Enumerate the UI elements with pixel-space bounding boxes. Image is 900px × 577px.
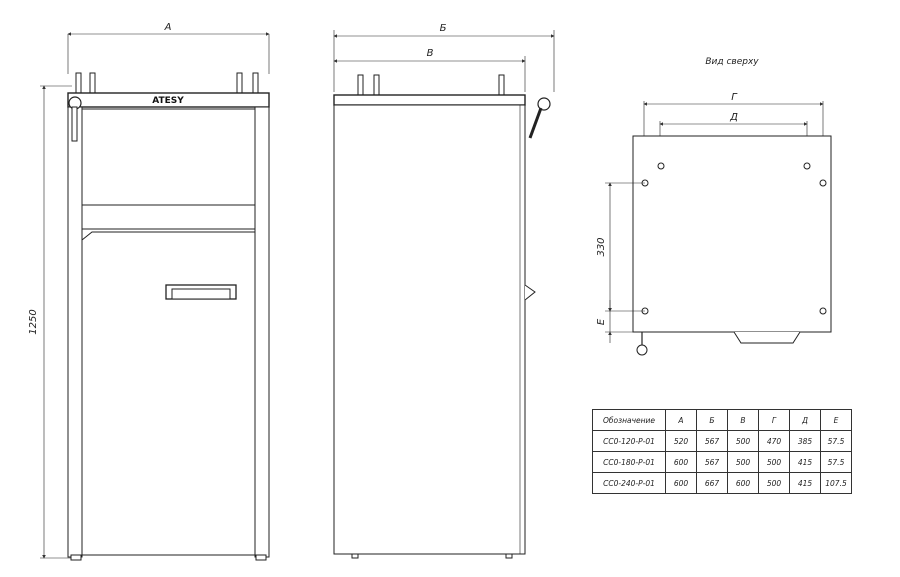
table-cell: 567 [696, 430, 728, 452]
side-view [333, 30, 555, 559]
top-view-title: Вид сверху [705, 57, 759, 67]
table-cell: 415 [789, 451, 821, 473]
table-cell: 600 [727, 472, 759, 494]
dim-label-a: А [164, 22, 172, 33]
table-cell: 667 [696, 472, 728, 494]
table-cell: 600 [665, 451, 697, 473]
front-view [40, 32, 270, 561]
top-view [605, 101, 832, 356]
table-header-cell: Обозначение [592, 409, 666, 431]
table-header-cell: Г [758, 409, 790, 431]
table-header-cell: Д [789, 409, 821, 431]
table-cell: 600 [665, 472, 697, 494]
table-row: СС0-120-Р-01 520 567 500 470 385 57.5 [592, 430, 852, 452]
table-cell: 107.5 [820, 472, 852, 494]
dim-label-e: Е [596, 318, 607, 325]
table-cell: 500 [758, 451, 790, 473]
table-cell: 567 [696, 451, 728, 473]
dim-label-330: 330 [596, 237, 607, 256]
table-cell: 500 [727, 451, 759, 473]
table-header-cell: А [665, 409, 697, 431]
dim-label-g: Г [731, 92, 738, 103]
table-cell: 500 [758, 472, 790, 494]
table-cell: 57.5 [820, 430, 852, 452]
dimensions-table: Обозначение А Б В Г Д Е СС0-120-Р-01 520… [592, 409, 852, 494]
table-header-row: Обозначение А Б В Г Д Е [592, 409, 852, 431]
dim-label-d: Д [729, 112, 738, 123]
table-cell: СС0-120-Р-01 [592, 430, 666, 452]
table-cell: СС0-180-Р-01 [592, 451, 666, 473]
brand-logo-text: ATESY [152, 96, 184, 106]
table-cell: 385 [789, 430, 821, 452]
table-cell: 470 [758, 430, 790, 452]
table-row: СС0-240-Р-01 600 667 600 500 415 107.5 [592, 472, 852, 494]
table-header-cell: Е [820, 409, 852, 431]
dim-label-height: 1250 [28, 309, 39, 334]
table-row: СС0-180-Р-01 600 567 500 500 415 57.5 [592, 451, 852, 473]
table-header-cell: Б [696, 409, 728, 431]
table-cell: 57.5 [820, 451, 852, 473]
table-cell: СС0-240-Р-01 [592, 472, 666, 494]
dim-label-b: Б [440, 23, 447, 34]
table-cell: 500 [727, 430, 759, 452]
table-header-cell: В [727, 409, 759, 431]
dim-label-v: В [427, 48, 434, 59]
table-cell: 520 [665, 430, 697, 452]
table-cell: 415 [789, 472, 821, 494]
